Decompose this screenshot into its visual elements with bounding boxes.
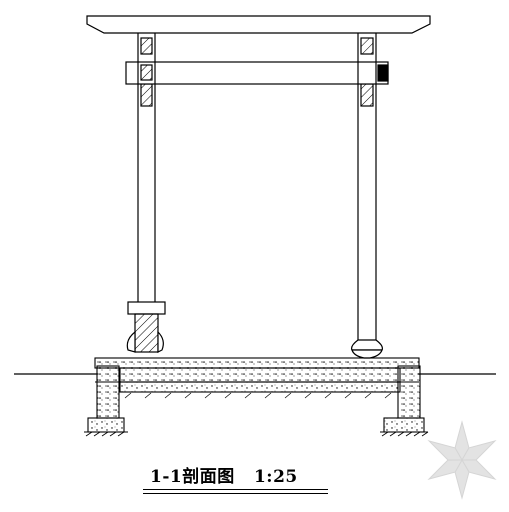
footing-right	[380, 365, 429, 437]
footing-left	[84, 365, 128, 437]
snowflake-watermark-icon	[427, 420, 497, 500]
roof-slab	[86, 15, 431, 34]
column-base-left	[126, 301, 166, 353]
earth-fill	[124, 392, 392, 399]
paving-slab	[94, 357, 420, 393]
drawing-title: 1-1剖面图 1:25	[150, 467, 298, 487]
title-underline	[143, 489, 328, 494]
cross-beam	[125, 61, 389, 85]
